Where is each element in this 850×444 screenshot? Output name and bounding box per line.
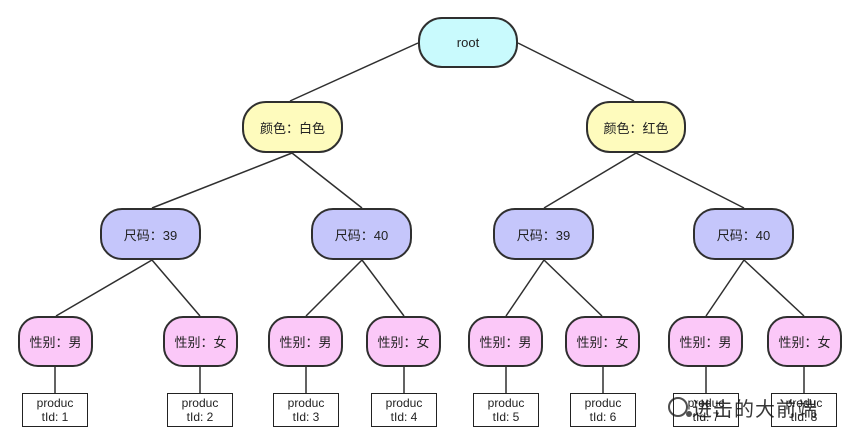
gender-node: 性别：男 bbox=[18, 316, 93, 367]
size-node-white-40: 尺码：40 bbox=[311, 208, 412, 260]
size-node-white-39: 尺码：39 bbox=[100, 208, 201, 260]
leaf-line-2: tId: 3 bbox=[292, 410, 320, 424]
color-node-white: 颜色：白色 bbox=[242, 101, 343, 153]
tree-edge bbox=[705, 259, 745, 317]
tree-edge bbox=[291, 152, 363, 209]
tree-edge bbox=[305, 259, 363, 317]
tree-edge bbox=[151, 152, 293, 209]
leaf-line-1: produc bbox=[36, 396, 74, 410]
tree-edge bbox=[543, 259, 603, 317]
leaf-line-1: produc bbox=[181, 396, 219, 410]
size-node-red-39: 尺码：39 bbox=[493, 208, 594, 260]
tree-edge bbox=[543, 152, 637, 209]
product-leaf: produc tId: 5 bbox=[473, 393, 539, 427]
size-node-label: 尺码：40 bbox=[716, 227, 771, 243]
product-leaf: produc tId: 6 bbox=[570, 393, 636, 427]
gender-node-label: 性别：男 bbox=[479, 335, 532, 350]
leaf-line-1: produc bbox=[487, 396, 525, 410]
product-leaf: produc tId: 8 bbox=[771, 393, 837, 427]
gender-node: 性别：女 bbox=[163, 316, 238, 367]
tree-edge bbox=[517, 42, 635, 102]
gender-node: 性别：女 bbox=[767, 316, 842, 367]
gender-node-label: 性别：女 bbox=[778, 335, 831, 350]
gender-node: 性别：女 bbox=[366, 316, 441, 367]
leaf-line-2: tId: 6 bbox=[589, 410, 617, 424]
gender-node: 性别：男 bbox=[268, 316, 343, 367]
gender-node-label: 性别：女 bbox=[174, 335, 227, 350]
leaf-line-2: tId: 7 bbox=[692, 410, 720, 424]
product-leaf: produc tId: 2 bbox=[167, 393, 233, 427]
color-node-red: 颜色：红色 bbox=[586, 101, 686, 153]
gender-node-label: 性别：男 bbox=[29, 335, 82, 350]
gender-node-label: 性别：男 bbox=[679, 335, 732, 350]
leaf-line-2: tId: 8 bbox=[790, 410, 818, 424]
leaf-line-2: tId: 5 bbox=[492, 410, 520, 424]
leaf-line-2: tId: 4 bbox=[390, 410, 418, 424]
root-node: root bbox=[418, 17, 518, 68]
gender-node: 性别：女 bbox=[565, 316, 640, 367]
tree-edge bbox=[151, 259, 201, 317]
product-leaf: produc tId: 7 bbox=[673, 393, 739, 427]
tree-edge bbox=[743, 259, 805, 317]
tree-edge bbox=[361, 259, 405, 317]
size-node-label: 尺码：39 bbox=[123, 227, 178, 243]
size-node-label: 尺码：40 bbox=[334, 227, 389, 243]
tree-edge bbox=[635, 152, 745, 209]
gender-node-label: 性别：女 bbox=[377, 335, 430, 350]
leaf-line-1: produc bbox=[785, 396, 823, 410]
gender-node-label: 性别：男 bbox=[279, 335, 332, 350]
gender-node-label: 性别：女 bbox=[576, 335, 629, 350]
leaf-line-1: produc bbox=[584, 396, 622, 410]
gender-node: 性别：男 bbox=[668, 316, 743, 367]
leaf-line-2: tId: 1 bbox=[41, 410, 69, 424]
product-leaf: produc tId: 4 bbox=[371, 393, 437, 427]
leaf-line-1: produc bbox=[287, 396, 325, 410]
color-node-label: 颜色：白色 bbox=[259, 120, 325, 136]
color-node-label: 颜色：红色 bbox=[603, 120, 669, 136]
root-label: root bbox=[456, 35, 480, 50]
tree-edge bbox=[289, 42, 419, 102]
product-leaf: produc tId: 1 bbox=[22, 393, 88, 427]
leaf-line-1: produc bbox=[385, 396, 423, 410]
size-node-red-40: 尺码：40 bbox=[693, 208, 794, 260]
size-node-label: 尺码：39 bbox=[516, 227, 571, 243]
leaf-line-2: tId: 2 bbox=[186, 410, 214, 424]
product-leaf: produc tId: 3 bbox=[273, 393, 339, 427]
tree-edge bbox=[55, 259, 153, 317]
leaf-line-1: produc bbox=[687, 396, 725, 410]
gender-node: 性别：男 bbox=[468, 316, 543, 367]
tree-edge bbox=[505, 259, 545, 317]
